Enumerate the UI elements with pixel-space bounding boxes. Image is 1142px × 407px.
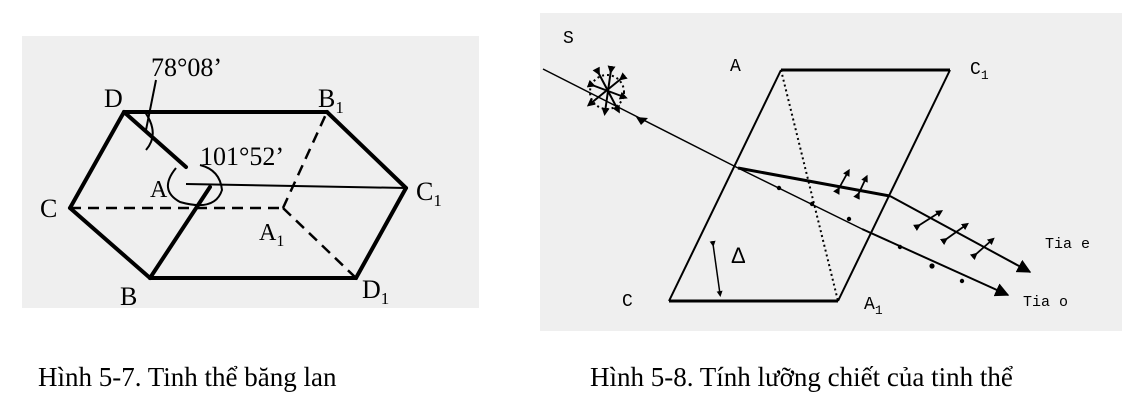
label-C: C [622, 292, 633, 312]
figure-5-7-caption: Hình 5-7. Tinh thể băng lan [38, 362, 337, 392]
incident-ray-arrow [636, 117, 648, 125]
edge-C1-D1 [354, 186, 408, 280]
edge-B1-C1 [325, 110, 408, 190]
vertex-label-B1: B1 [318, 84, 344, 117]
o-ray-polarization-dots [776, 185, 965, 284]
edge-A1-B1 [281, 111, 329, 209]
vertex-label-C1: C1 [416, 177, 442, 210]
edge-D-C [68, 110, 126, 210]
figure-5-8-caption: Hình 5-8. Tính lưỡng chiết của tinh thể [590, 362, 1013, 392]
crystal-left-edge [668, 69, 782, 302]
figure-5-8-panel [540, 13, 1122, 331]
angle-leader-78 [145, 79, 157, 131]
edge-A-B [148, 185, 212, 280]
vertex-label-B: B [120, 282, 137, 311]
e-ray-polarization-arrows [833, 168, 995, 261]
vertex-label-C: C [40, 194, 57, 223]
angle-label-78: 78°08’ [151, 53, 222, 82]
crystal-right-edge [837, 69, 951, 302]
vertex-label-D1: D1 [362, 275, 389, 308]
edge-D-A [122, 110, 188, 169]
label-source-S: S [563, 29, 574, 49]
birefringence-diagram: S A C1 C A1 Δ Tia e Tia o [542, 29, 1090, 318]
angle-label-101: 101°52’ [200, 142, 284, 171]
angle-arc-101 [167, 164, 224, 206]
vertex-label-D: D [104, 84, 123, 113]
label-ray-o: Tia o [1023, 294, 1068, 311]
crystal-diagram: D B1 C A C1 A1 B D1 78°08’ 101°52’ [40, 53, 442, 311]
edge-A-C1 [185, 183, 407, 189]
o-ray-outside [861, 228, 1010, 297]
delta-arrow [709, 240, 723, 297]
label-A: A [730, 57, 741, 77]
e-ray-inside [737, 166, 891, 198]
edge-C-B [68, 206, 152, 280]
vertex-label-A1: A1 [259, 220, 284, 250]
label-ray-e: Tia e [1045, 236, 1090, 253]
label-delta: Δ [731, 243, 746, 268]
edge-A1-D1 [282, 207, 357, 279]
vertex-label-A: A [150, 177, 168, 203]
angle-arc-78 [144, 111, 154, 151]
label-A1: A1 [864, 295, 883, 318]
o-ray-inside [737, 167, 863, 230]
e-ray-outside [889, 195, 1032, 273]
unpolarized-light-symbol [586, 65, 628, 116]
figure-5-7-panel [22, 36, 479, 308]
label-C1: C1 [970, 60, 989, 83]
